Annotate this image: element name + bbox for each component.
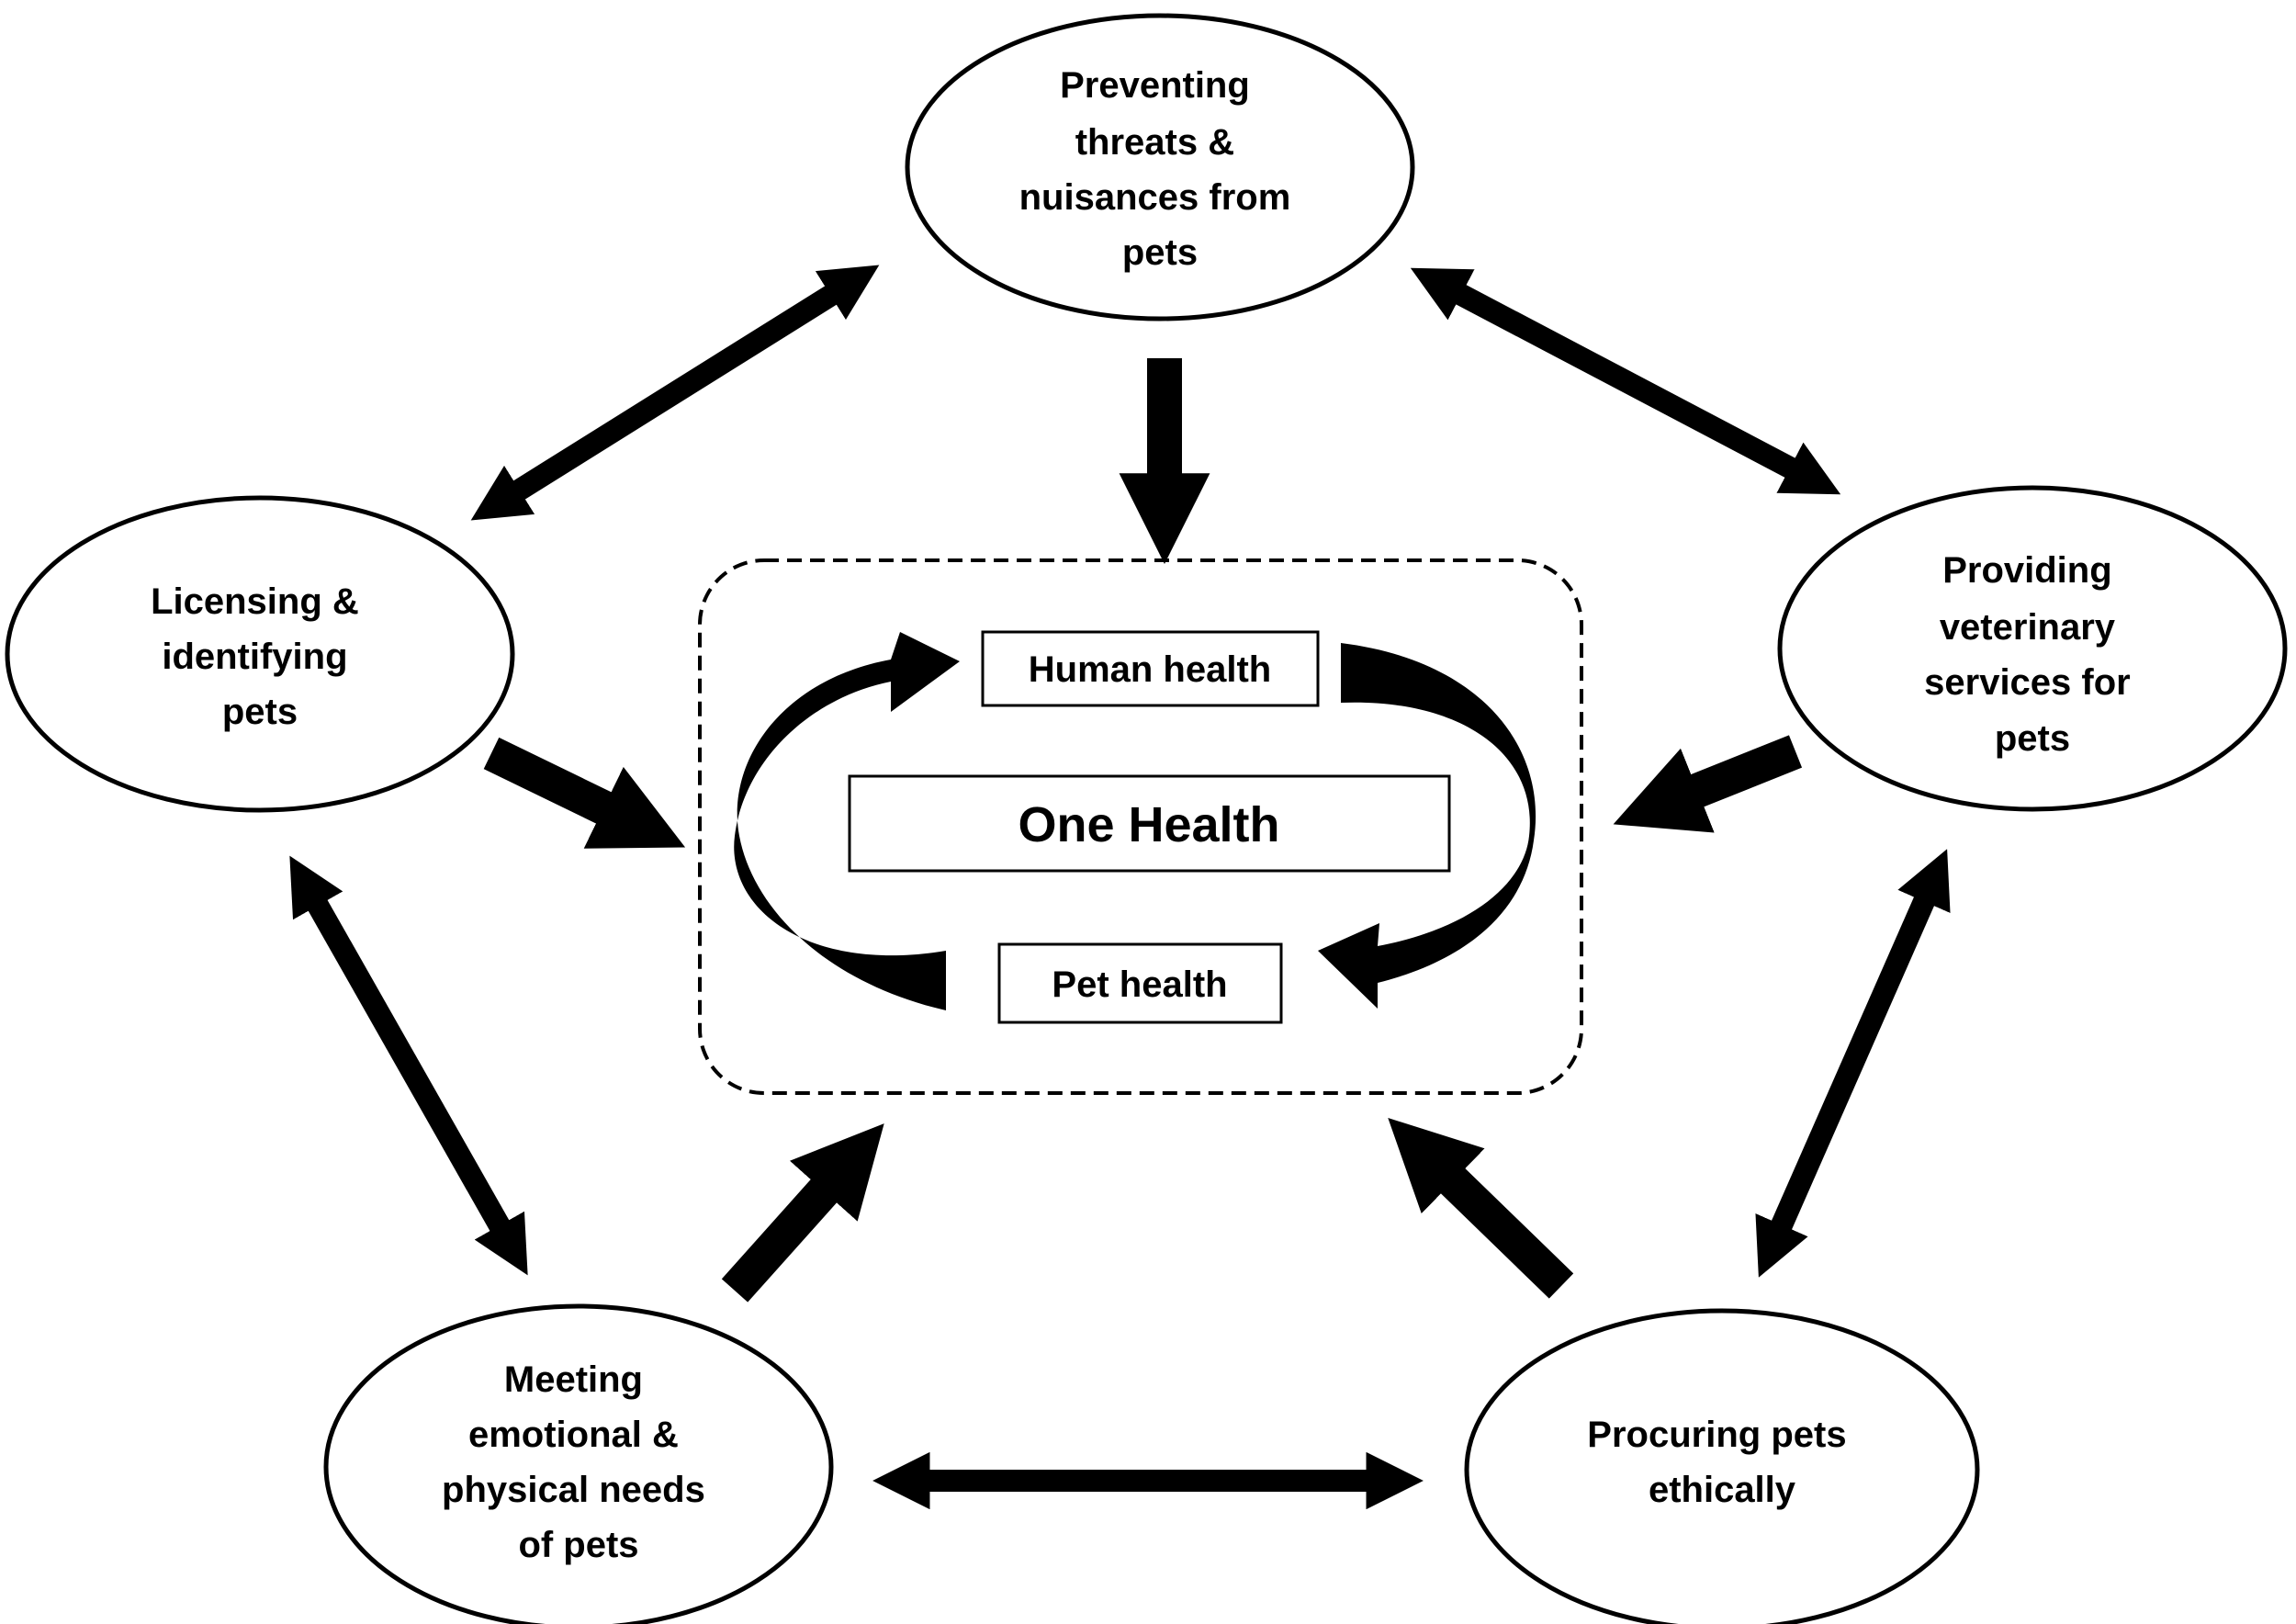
arrow-providing-to-center: [1613, 735, 1803, 833]
cycle-arrow-left: [734, 632, 960, 1010]
node-preventing-text: Preventing threats & nuisances from pets: [1019, 65, 1301, 273]
node-procuring: [1464, 1308, 1980, 1624]
human-health-box: [981, 630, 1320, 707]
node-licensing-text: Licensing & identifying pets: [151, 581, 369, 732]
one-health-box: [848, 774, 1451, 873]
arrow-meeting-to-center: [721, 1123, 884, 1303]
human-health-label: Human health: [1029, 649, 1271, 690]
node-providing: [1777, 485, 2288, 812]
node-procuring-text: Procuring pets ethically: [1587, 1415, 1856, 1510]
node-licensing: [5, 495, 515, 813]
arrow-licensing-to-center: [483, 737, 686, 849]
node-preventing: [905, 13, 1415, 321]
arrow-procuring-to-center: [1388, 1117, 1574, 1299]
one-health-region: [698, 558, 1583, 1095]
pet-health-box: [997, 942, 1283, 1024]
node-meeting-text: Meeting emotional & physical needs of pe…: [442, 1359, 715, 1565]
pet-health-label: Pet health: [1052, 964, 1227, 1005]
one-health-label: One Health: [1018, 797, 1279, 852]
arrow-licensing-meeting: [289, 855, 528, 1276]
arrow-preventing-providing: [1410, 267, 1841, 495]
arrow-preventing-licensing: [470, 265, 880, 521]
cycle-arrow-right: [1318, 643, 1536, 1009]
node-providing-text: Providing veterinary services for pets: [1924, 550, 2141, 759]
node-meeting: [323, 1303, 834, 1624]
arrow-providing-procuring: [1755, 849, 1951, 1278]
